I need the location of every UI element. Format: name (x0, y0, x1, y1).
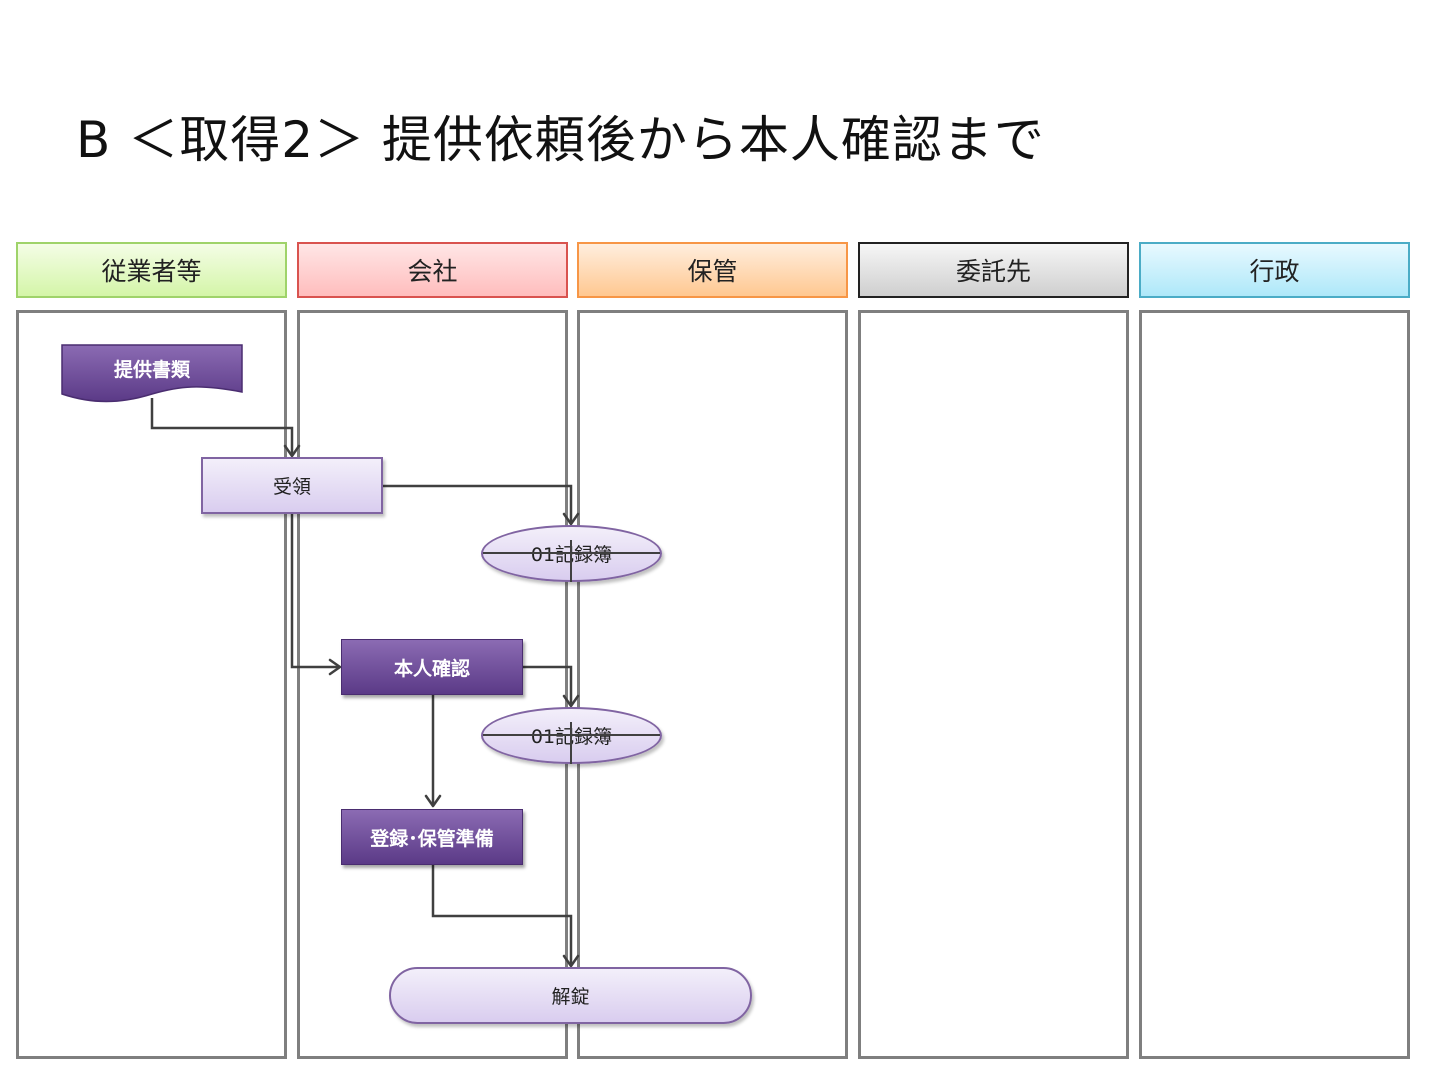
page-title: B ＜取得2＞ 提供依頼後から本人確認まで (76, 111, 1045, 169)
arrowhead-record1 (562, 512, 580, 526)
arrowhead-identity (328, 658, 342, 676)
lane-header-company: 会社 (297, 242, 568, 298)
unlock-node: 解錠 (389, 967, 752, 1024)
arrowhead-prepare (424, 794, 442, 808)
lane-header-government: 行政 (1139, 242, 1410, 298)
lane-header-contractor: 委託先 (858, 242, 1129, 298)
lane-body-storage (577, 310, 848, 1059)
lane-body-employee (16, 310, 287, 1059)
connector-receive-to-identity (290, 514, 340, 669)
lane-body-government (1139, 310, 1410, 1059)
connector-document-to-receive (150, 398, 294, 456)
connector-identity-to-record2 (523, 665, 573, 706)
lane-header-employee: 従業者等 (16, 242, 287, 298)
connector-prepare-to-unlock (431, 865, 573, 966)
identity-check-node: 本人確認 (341, 639, 523, 695)
receive-node: 受領 (201, 457, 383, 514)
arrowhead-receive (283, 444, 301, 458)
lane-body-contractor (858, 310, 1129, 1059)
connector-receive-to-record1 (383, 484, 573, 524)
lane-header-storage: 保管 (577, 242, 848, 298)
arrowhead-unlock (562, 954, 580, 968)
registration-prep-node: 登録･保管準備 (341, 809, 523, 865)
document-node: 提供書類 (113, 358, 190, 381)
arrowhead-record2 (562, 694, 580, 708)
